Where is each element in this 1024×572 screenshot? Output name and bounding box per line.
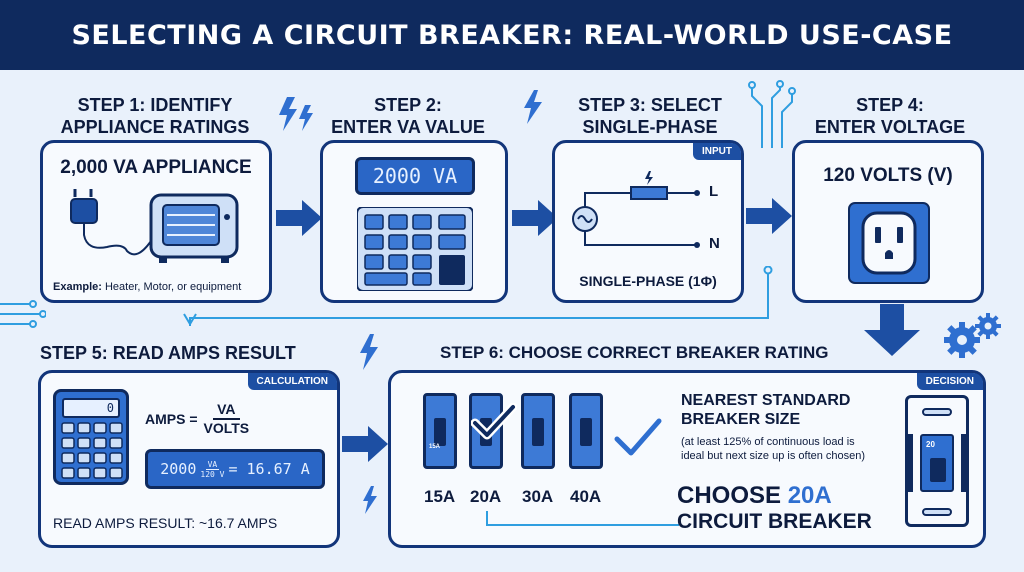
page-title: SELECTING A CIRCUIT BREAKER: REAL-WORLD … bbox=[0, 0, 1024, 70]
outlet-icon bbox=[848, 202, 930, 284]
breaker-label-40a: 40A bbox=[570, 487, 602, 506]
calculator-display: 0 bbox=[62, 398, 120, 418]
amps-result-display: 2000 VA 120 V = 16.67 A bbox=[145, 449, 325, 489]
step4-card: 120 VOLTS (V) bbox=[792, 140, 984, 303]
breaker-40a[interactable] bbox=[569, 393, 603, 469]
breaker-label-30a: 30A bbox=[522, 487, 554, 506]
breaker-label-20a: 20A bbox=[470, 487, 502, 506]
appliance-rating: 2,000 VA APPLIANCE bbox=[60, 157, 252, 178]
keypad-icon bbox=[357, 207, 473, 291]
lightning-icon bbox=[360, 334, 378, 370]
choose-breaker-result: CHOOSE 20A CIRCUIT BREAKER bbox=[677, 482, 872, 534]
circuit-trace-decoration bbox=[748, 80, 796, 148]
plug-heater-icon bbox=[70, 189, 239, 263]
checkmark-icon bbox=[614, 418, 662, 456]
lightning-icon bbox=[279, 97, 313, 131]
input-tag: INPUT bbox=[693, 143, 741, 160]
flow-arrow-down bbox=[864, 304, 920, 356]
flow-arrow-3 bbox=[746, 198, 792, 234]
step3-card: INPUT L N SINGLE-PHASE (1Φ) bbox=[552, 140, 744, 303]
example-note: Example: Heater, Motor, or equipment bbox=[53, 281, 242, 293]
decision-tag: DECISION bbox=[916, 373, 983, 390]
amps-formula: AMPS = VA VOLTS bbox=[145, 401, 250, 436]
single-phase-circuit-icon bbox=[572, 171, 700, 248]
flow-arrow-5 bbox=[342, 426, 388, 462]
connector-line bbox=[183, 266, 773, 326]
step4-heading: STEP 4:ENTER VOLTAGE bbox=[814, 95, 966, 137]
step2-card: 2000 VA bbox=[320, 140, 508, 303]
breaker-label-15a: 15A bbox=[424, 487, 456, 506]
gears-icon bbox=[944, 313, 1001, 358]
step5-heading: STEP 5: READ AMPS RESULT bbox=[40, 343, 296, 363]
step1-card: 2,000 VA APPLIANCE Example: Heater, Moto… bbox=[40, 140, 272, 303]
calculator-icon: 0 bbox=[53, 389, 129, 485]
checkmark-icon bbox=[471, 403, 517, 440]
line-l-label: L bbox=[709, 183, 719, 200]
calculation-tag: CALCULATION bbox=[247, 373, 337, 390]
breaker-15a[interactable]: 15A bbox=[423, 393, 457, 469]
step5-card: CALCULATION 0 AMPS = VA VOLTS 2000 VA 12… bbox=[38, 370, 340, 548]
flow-arrow-1 bbox=[276, 200, 322, 236]
lightning-icon bbox=[363, 486, 377, 514]
step2-heading: STEP 2:ENTER VA VALUE bbox=[331, 95, 485, 137]
voltage-value: 120 VOLTS (V) bbox=[823, 165, 953, 186]
flow-arrow-2 bbox=[512, 200, 558, 236]
lightning-icon bbox=[524, 90, 542, 124]
single-phase-caption: SINGLE-PHASE (1Φ) bbox=[579, 273, 717, 289]
amps-result-text: READ AMPS RESULT: ~16.7 AMPS bbox=[53, 515, 278, 531]
va-display: 2000 VA bbox=[355, 157, 475, 195]
selection-connector bbox=[486, 511, 679, 526]
circuit-breaker-icon: 20 bbox=[905, 395, 969, 527]
step6-card: DECISION 15A 15A 20A 30A 40A NEAREST STA… bbox=[388, 370, 986, 548]
line-n-label: N bbox=[709, 235, 720, 252]
breaker-30a[interactable] bbox=[521, 393, 555, 469]
circuit-trace-decoration bbox=[0, 300, 46, 328]
step6-heading: STEP 6: CHOOSE CORRECT BREAKER RATING bbox=[440, 343, 829, 362]
